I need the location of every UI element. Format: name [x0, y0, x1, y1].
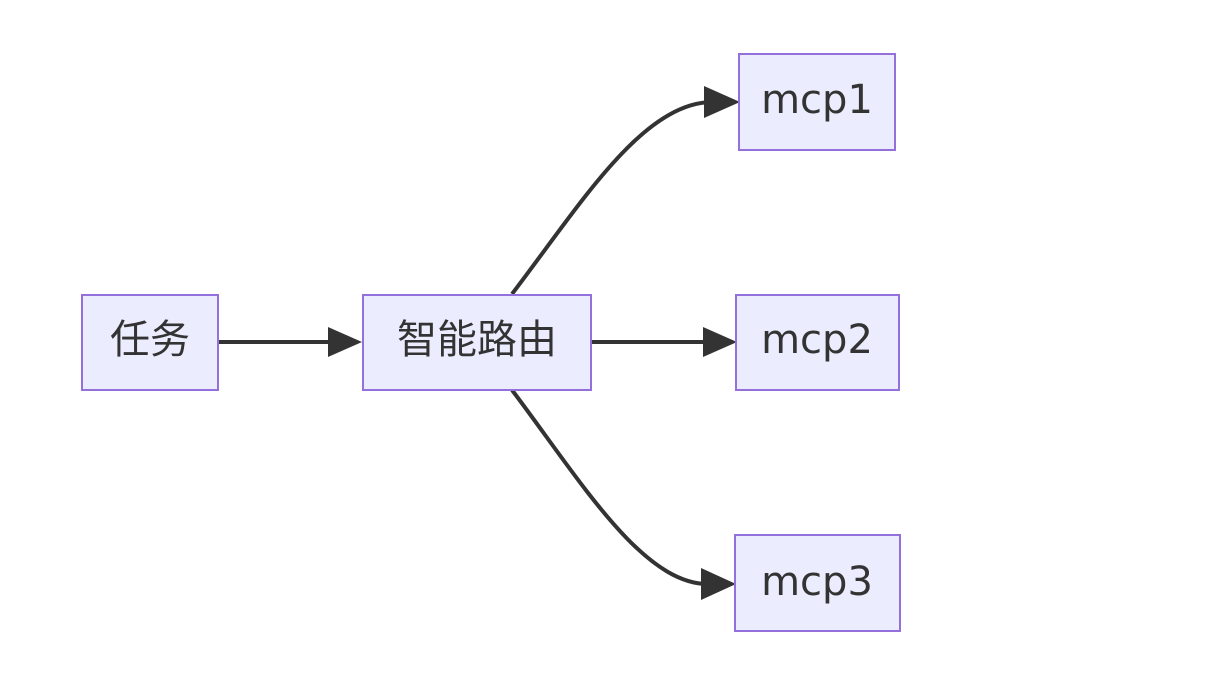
arrow-head-icon	[704, 86, 740, 118]
arrow-head-icon	[703, 327, 737, 357]
edge-task-to-router	[219, 327, 362, 357]
arrow-head-icon	[701, 568, 736, 600]
node-router[interactable]: 智能路由	[362, 294, 592, 391]
node-task[interactable]: 任务	[81, 294, 219, 391]
edge-router-to-mcp1	[510, 86, 740, 296]
arrow-head-icon	[328, 327, 362, 357]
node-router-label: 智能路由	[397, 317, 557, 363]
node-mcp1[interactable]: mcp1	[738, 53, 896, 151]
edge-router-to-mcp3	[510, 388, 736, 600]
node-mcp3-label: mcp3	[761, 559, 873, 605]
node-mcp2[interactable]: mcp2	[735, 294, 900, 391]
node-task-label: 任务	[110, 317, 190, 363]
node-mcp2-box	[735, 294, 900, 391]
node-task-box	[81, 294, 219, 391]
node-router-box	[362, 294, 592, 391]
node-mcp1-label: mcp1	[761, 77, 873, 123]
node-mcp1-box	[738, 53, 896, 151]
node-mcp2-label: mcp2	[761, 317, 873, 363]
node-mcp3-box	[734, 534, 901, 632]
node-mcp3[interactable]: mcp3	[734, 534, 901, 632]
edge-router-to-mcp2	[591, 327, 737, 357]
edges	[219, 86, 740, 600]
